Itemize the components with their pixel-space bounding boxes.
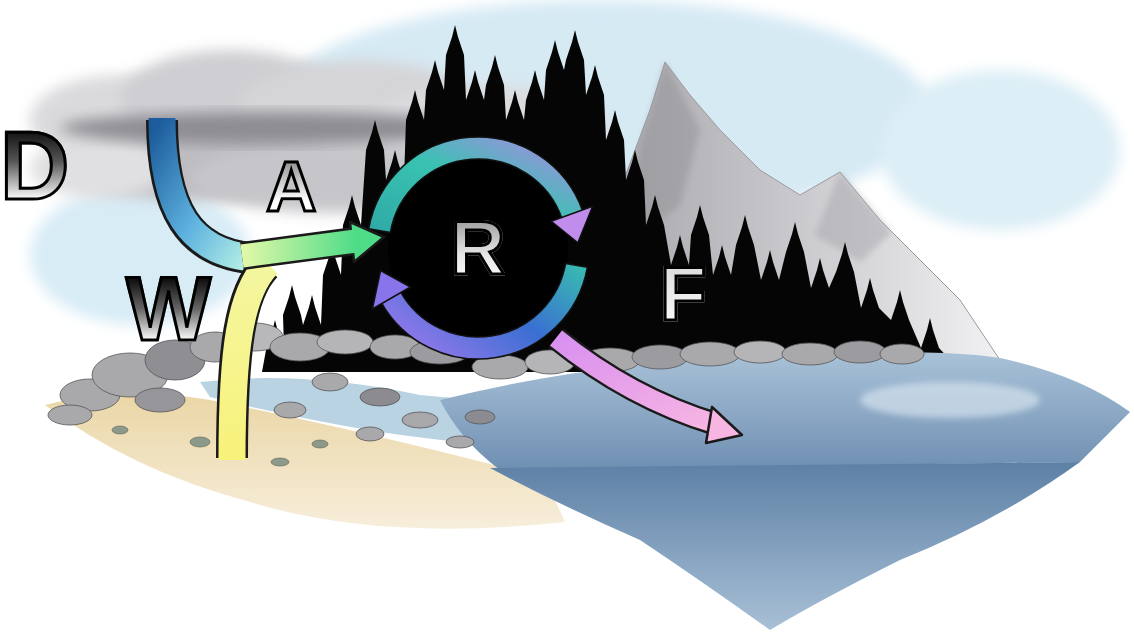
lake-highlight <box>860 382 1040 418</box>
rock <box>48 405 92 425</box>
rock <box>782 343 838 365</box>
accumulation-arrow <box>242 241 356 256</box>
rock <box>135 388 185 412</box>
accumulation-arrow-outline <box>242 241 355 256</box>
weathering-arrow <box>232 264 268 460</box>
mountain-shade <box>815 172 892 262</box>
rock <box>446 436 474 448</box>
pebble <box>271 458 289 466</box>
rock <box>312 373 348 391</box>
pebble <box>312 440 328 448</box>
flux-arrowhead <box>706 407 742 443</box>
rock <box>356 427 384 441</box>
pebble <box>112 426 128 434</box>
lake-reflection <box>490 462 1080 630</box>
cycle-arrowhead <box>372 270 410 309</box>
rock <box>465 410 495 424</box>
deposition-arrow <box>162 118 252 258</box>
rock <box>402 412 438 428</box>
flux-arrow-outline <box>556 338 716 424</box>
flux-arrow <box>556 338 716 424</box>
rock <box>317 330 373 354</box>
rock <box>834 341 886 363</box>
forest-silhouette <box>262 25 955 372</box>
rock <box>680 342 740 366</box>
rock <box>632 345 688 369</box>
cycle-circle: R <box>363 133 593 363</box>
cycle-arrowhead <box>551 206 592 242</box>
section-letter: A <box>266 152 317 222</box>
rock <box>734 341 786 363</box>
rock <box>880 344 924 364</box>
rock <box>274 402 306 418</box>
rock <box>360 388 400 406</box>
section-letter: F <box>660 256 706 332</box>
cycle-letter: R <box>451 210 506 286</box>
sky-wash <box>880 70 1120 230</box>
pebble <box>190 437 210 447</box>
section-letter: W <box>126 264 211 354</box>
section-letter: D <box>0 118 69 214</box>
